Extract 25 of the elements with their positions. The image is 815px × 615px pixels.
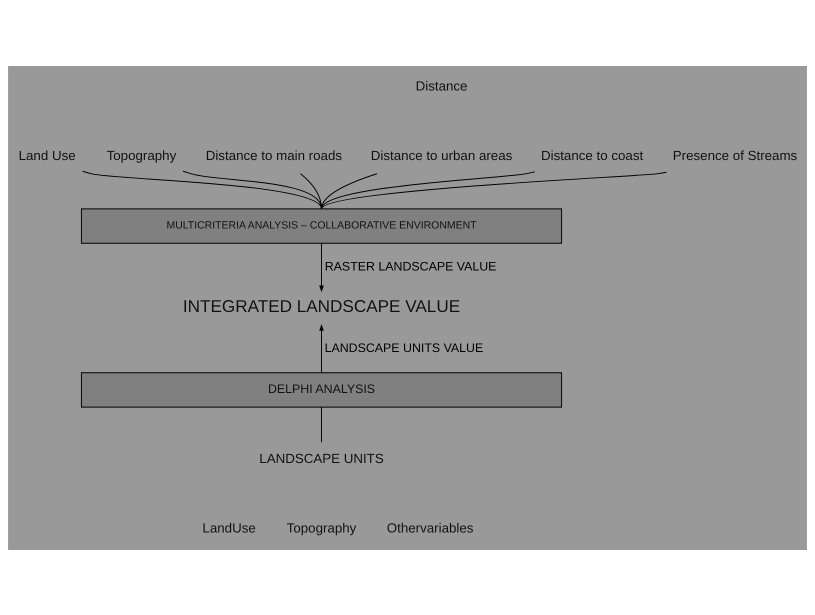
connector xyxy=(321,406,322,442)
node-text: Distance to main roads xyxy=(206,148,342,163)
connector xyxy=(321,171,667,209)
connector xyxy=(182,170,322,209)
label: LandUse xyxy=(202,520,256,536)
label: Othervariables xyxy=(386,520,474,536)
node-text: LANDSCAPE UNITS xyxy=(259,450,384,466)
edge-label: LANDSCAPE UNITS VALUE xyxy=(324,340,484,355)
node-text: INTEGRATED LANDSCAPE VALUE xyxy=(182,296,460,316)
node-text: Land Use xyxy=(18,148,76,163)
arrow xyxy=(319,324,324,373)
arrow xyxy=(319,242,324,292)
node-text: Distance to urban areas xyxy=(370,148,512,163)
label: Topography xyxy=(286,520,356,536)
node-text: Distance to coast xyxy=(540,148,644,163)
label: Distance xyxy=(416,78,468,93)
node-box: DELPHI ANALYSIS xyxy=(80,372,562,408)
connector xyxy=(321,170,536,209)
edge-label: RASTER LANDSCAPE VALUE xyxy=(324,258,496,273)
connector xyxy=(82,170,322,209)
node-box: MULTICRITERIA ANALYSIS – COLLABORATIVE ENVIRONMENT xyxy=(80,208,562,244)
connector xyxy=(300,172,322,209)
node-text: Presence of Streams xyxy=(672,148,798,163)
node-text: Topography xyxy=(106,148,176,163)
connector xyxy=(321,172,378,209)
